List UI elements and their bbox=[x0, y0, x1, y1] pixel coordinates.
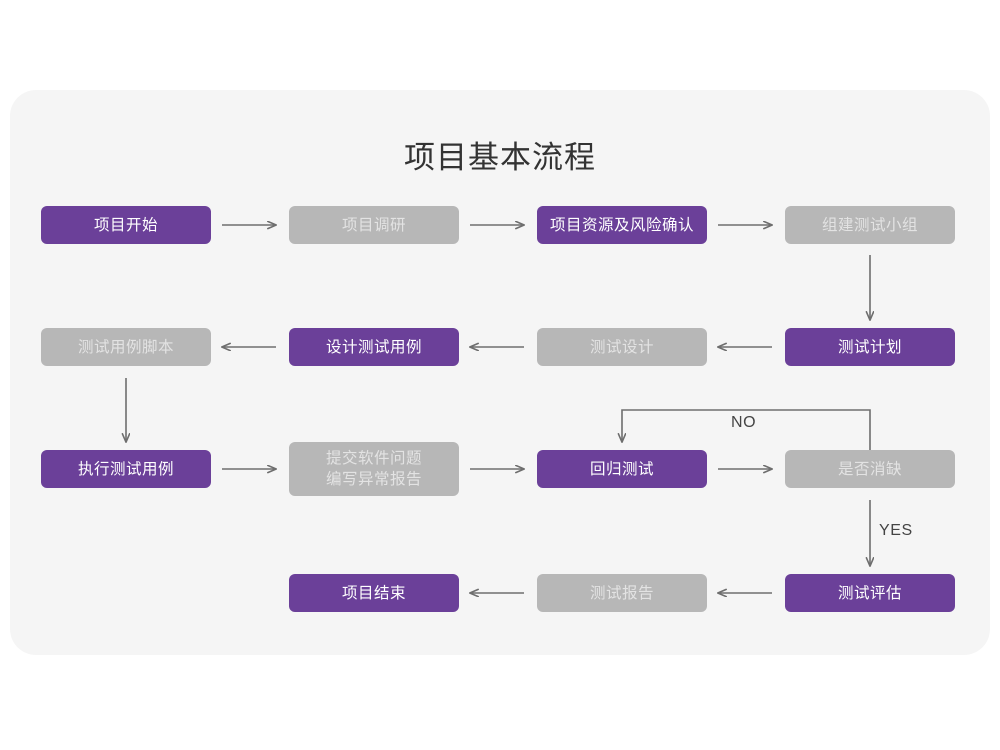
edge-label-no: NO bbox=[731, 414, 757, 431]
node-test-design[interactable]: 测试设计 bbox=[537, 328, 707, 366]
page-title: 项目基本流程 bbox=[404, 140, 596, 175]
node-test-report[interactable]: 测试报告 bbox=[537, 574, 707, 612]
node-build-test-team[interactable]: 组建测试小组 bbox=[785, 206, 955, 244]
node-regression-test[interactable]: 回归测试 bbox=[537, 450, 707, 488]
node-submit-issue-report[interactable]: 提交软件问题 编写异常报告 bbox=[289, 442, 459, 496]
edge-label-yes: YES bbox=[879, 522, 913, 539]
node-design-test-case[interactable]: 设计测试用例 bbox=[289, 328, 459, 366]
node-test-case-script[interactable]: 测试用例脚本 bbox=[41, 328, 211, 366]
node-project-start[interactable]: 项目开始 bbox=[41, 206, 211, 244]
node-project-end[interactable]: 项目结束 bbox=[289, 574, 459, 612]
node-test-evaluation[interactable]: 测试评估 bbox=[785, 574, 955, 612]
node-resource-risk-confirm[interactable]: 项目资源及风险确认 bbox=[537, 206, 707, 244]
node-project-research[interactable]: 项目调研 bbox=[289, 206, 459, 244]
node-defect-cleared-decision[interactable]: 是否消缺 bbox=[785, 450, 955, 488]
node-execute-test-case[interactable]: 执行测试用例 bbox=[41, 450, 211, 488]
node-test-plan[interactable]: 测试计划 bbox=[785, 328, 955, 366]
flowchart-card bbox=[10, 90, 990, 655]
